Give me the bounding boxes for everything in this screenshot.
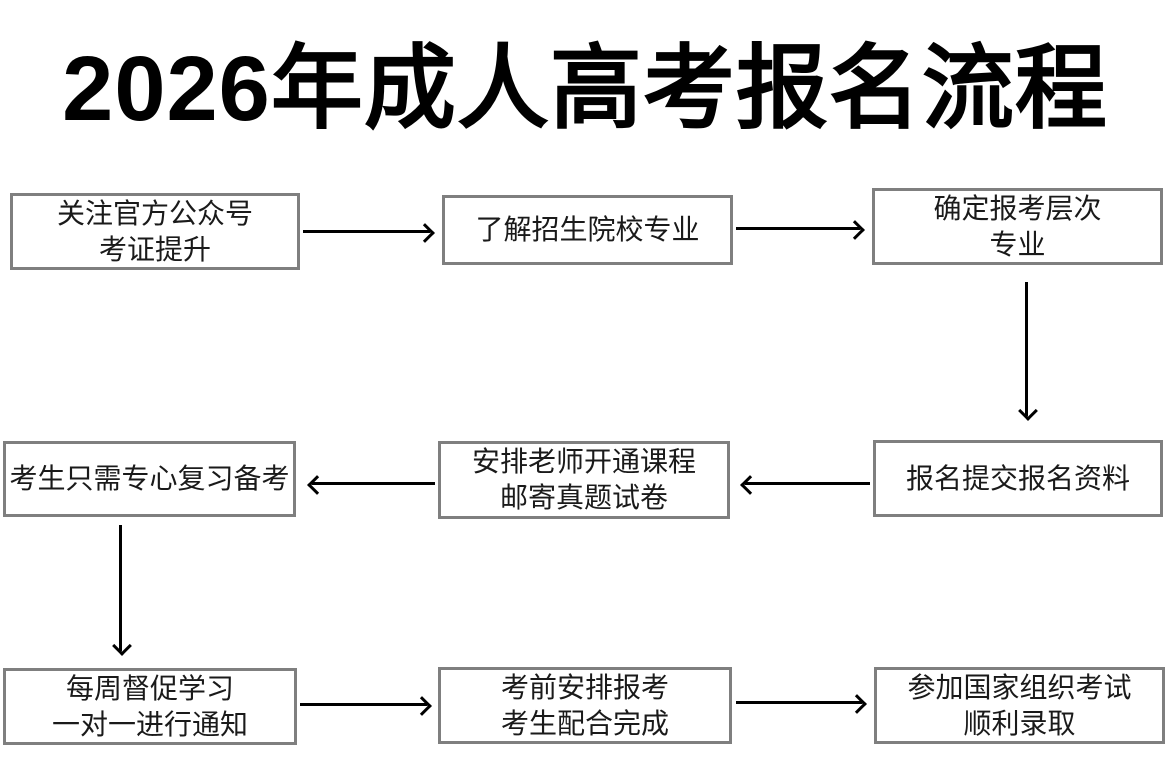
flow-step-3-confirm-level-major: 确定报考层次 专业 — [872, 188, 1163, 265]
step-9-line-1: 参加国家组织考试 — [907, 671, 1132, 703]
flow-step-7-weekly-study-supervision: 每周督促学习 一对一进行通知 — [3, 668, 297, 745]
step-2-line-1: 了解招生院校专业 — [475, 214, 700, 245]
flow-step-5-open-courses-mail-papers: 安排老师开通课程 邮寄真题试卷 — [438, 441, 730, 519]
flow-step-6-focus-on-review: 考生只需专心复习备考 — [3, 441, 296, 517]
step-4-line-1: 报名提交报名资料 — [905, 462, 1130, 494]
step-1-line-2: 考证提升 — [98, 233, 211, 265]
step-3-line-1: 确定报考层次 — [933, 192, 1102, 224]
step-5-line-2: 邮寄真题试卷 — [499, 482, 668, 513]
step-7-line-1: 每周督促学习 — [65, 672, 234, 704]
arrow-step8-to-step9-icon — [736, 701, 862, 704]
flow-step-4-submit-registration-materials: 报名提交报名资料 — [873, 440, 1163, 517]
step-5-line-1: 安排老师开通课程 — [471, 446, 696, 477]
flow-step-2-learn-schools-majors: 了解招生院校专业 — [442, 195, 733, 265]
arrow-step1-to-step2-icon — [303, 230, 430, 233]
step-1-line-1: 关注官方公众号 — [56, 197, 253, 229]
step-7-line-2: 一对一进行通知 — [51, 708, 248, 740]
flow-step-8-pre-exam-arrangement: 考前安排报考 考生配合完成 — [438, 667, 732, 744]
arrow-step3-to-step4-icon — [1025, 282, 1028, 416]
step-8-line-2: 考生配合完成 — [500, 707, 669, 739]
step-8-line-1: 考前安排报考 — [500, 671, 669, 703]
page-title: 2026年成人高考报名流程 — [62, 38, 1108, 140]
arrow-step4-to-step5-icon — [745, 482, 870, 485]
step-3-line-2: 专业 — [989, 228, 1046, 260]
arrow-step7-to-step8-icon — [300, 703, 427, 706]
arrow-step2-to-step3-icon — [736, 227, 860, 230]
step-9-line-2: 顺利录取 — [963, 707, 1076, 739]
flow-step-1-follow-official-account: 关注官方公众号 考证提升 — [10, 193, 300, 270]
flow-step-9-take-national-exam-admitted: 参加国家组织考试 顺利录取 — [874, 667, 1165, 744]
arrow-step6-to-step7-icon — [119, 525, 122, 651]
step-6-line-1: 考生只需专心复习备考 — [9, 463, 290, 494]
arrow-step5-to-step6-icon — [312, 482, 435, 485]
